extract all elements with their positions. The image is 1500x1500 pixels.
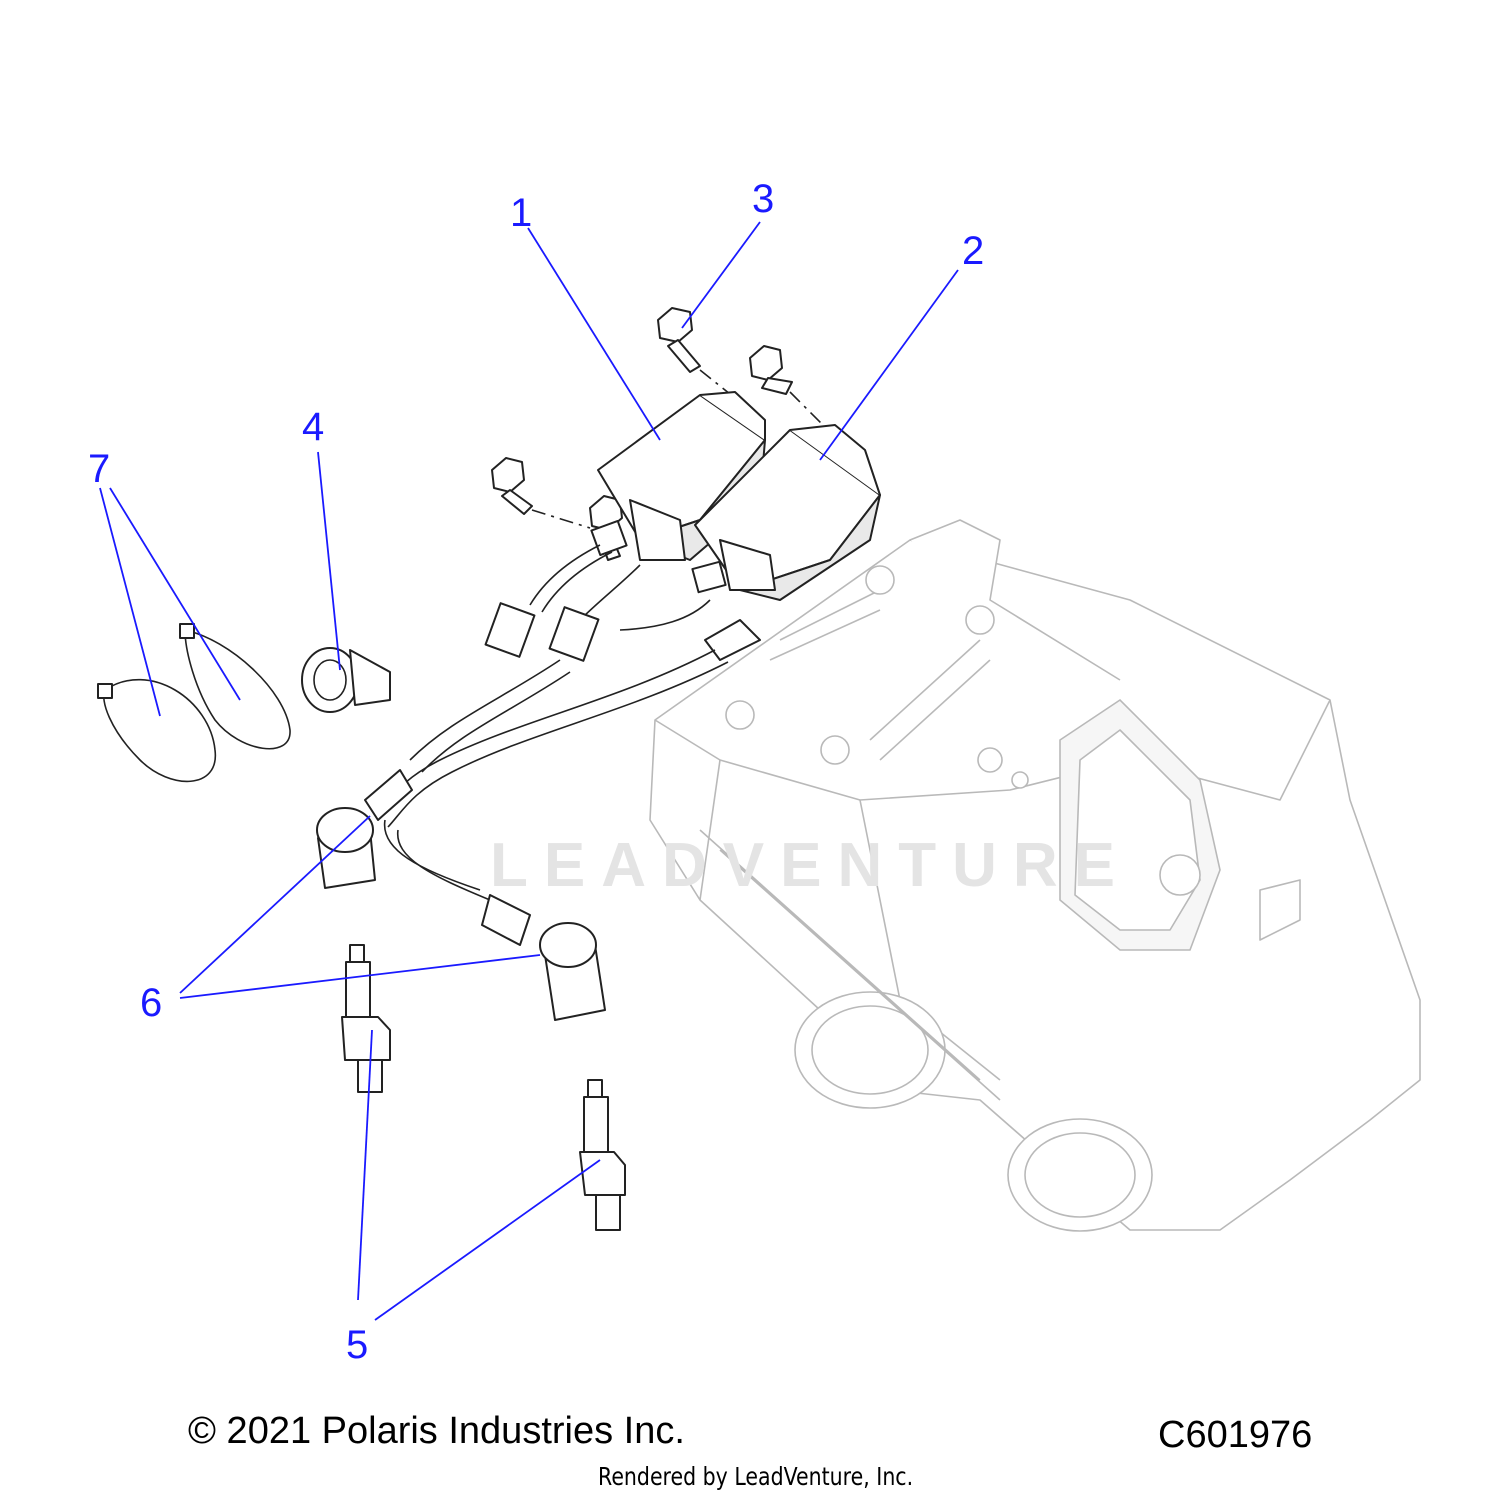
coil-bolt xyxy=(657,307,701,373)
callout-2: 2 xyxy=(962,229,984,273)
bolt-axis-line xyxy=(699,369,751,411)
callout-5: 5 xyxy=(346,1323,368,1367)
leader-2 xyxy=(819,269,959,461)
coil-bolt xyxy=(749,345,793,395)
leader-5b xyxy=(374,1159,601,1321)
bolt-axis-line xyxy=(789,391,831,433)
leader-3 xyxy=(681,221,761,329)
spark-plug xyxy=(579,1079,626,1231)
diagram-code: C601976 xyxy=(1158,1414,1313,1456)
leader-1 xyxy=(527,227,661,441)
leader-6a xyxy=(179,815,371,994)
callout-1: 1 xyxy=(510,191,532,235)
engine-head-ghost xyxy=(649,519,1421,1232)
leader-7a xyxy=(99,487,161,717)
callout-4: 4 xyxy=(302,405,324,449)
callout-7: 7 xyxy=(88,447,110,491)
leader-lines xyxy=(99,221,959,1321)
leader-4 xyxy=(317,451,341,671)
cable-tie xyxy=(179,623,291,750)
cable-tie xyxy=(97,678,216,783)
ignition-coil-rear xyxy=(691,424,881,601)
bolt-axis-line xyxy=(531,509,591,529)
leader-7b xyxy=(109,487,241,701)
coil-bolt xyxy=(491,457,533,515)
spark-plug xyxy=(341,944,391,1093)
leader-6b xyxy=(179,954,541,999)
rendered-by-text: Rendered by LeadVenture, Inc. xyxy=(598,1462,914,1491)
wire-clip xyxy=(301,647,391,713)
watermark-text: LEADVENTURE xyxy=(490,831,1131,900)
leader-5a xyxy=(357,1029,373,1301)
spark-plug-boot xyxy=(316,769,413,889)
callout-6: 6 xyxy=(140,981,162,1025)
coil-wire-harness xyxy=(374,544,761,901)
copyright-text: © 2021 Polaris Industries Inc. xyxy=(188,1410,685,1452)
ignition-coil-front xyxy=(590,391,766,561)
spark-plug-boot xyxy=(481,894,606,1021)
callout-3: 3 xyxy=(752,177,774,221)
